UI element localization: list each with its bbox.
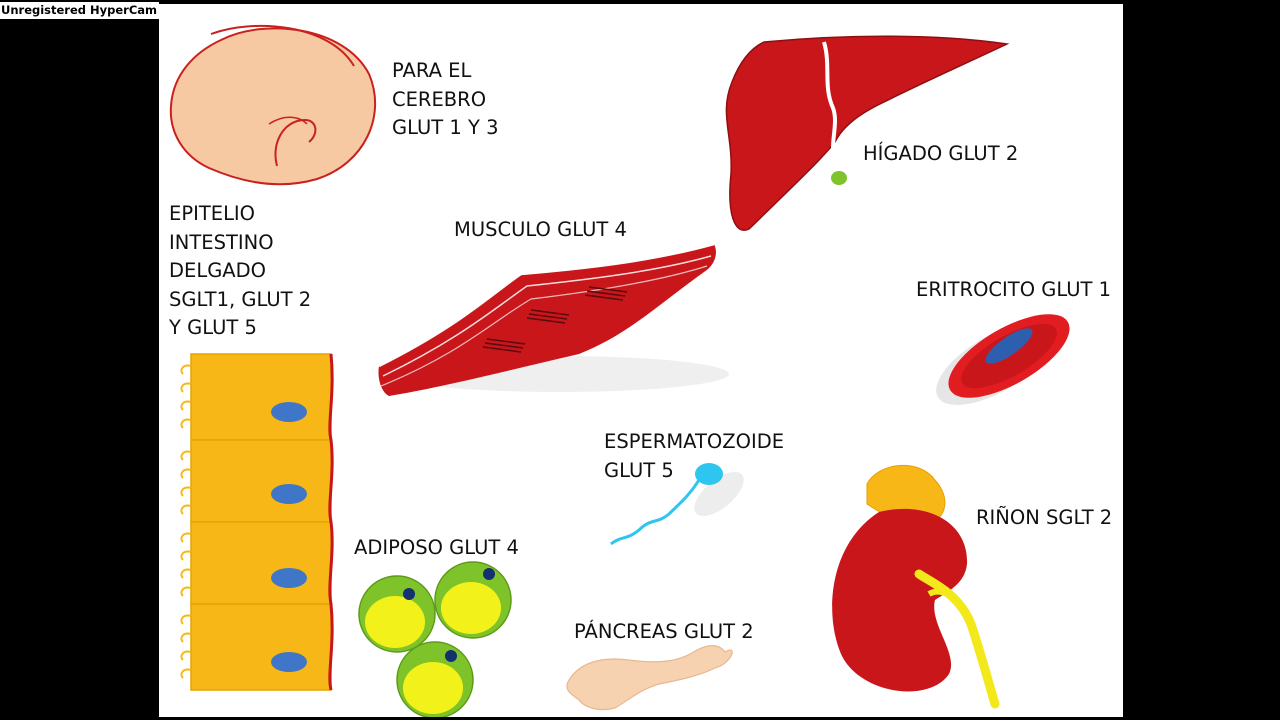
liver-icon xyxy=(725,35,1010,231)
label-pancreas-line-1: PÁNCREAS GLUT 2 xyxy=(574,620,754,643)
label-adipose-line-1: ADIPOSO GLUT 4 xyxy=(354,536,519,559)
label-erythrocyte-line-1: ERITROCITO GLUT 1 xyxy=(916,278,1112,301)
pancreas-icon xyxy=(566,645,733,711)
label-brain: PARA EL CEREBRO GLUT 1 Y 3 xyxy=(392,57,499,143)
label-muscle-line-1: MUSCULO GLUT 4 xyxy=(454,218,627,241)
label-brain-line-2: CEREBRO xyxy=(392,87,487,111)
label-intestine-line-3: DELGADO xyxy=(169,259,267,282)
label-brain-line-1: PARA EL xyxy=(392,59,472,82)
label-brain-line-3: GLUT 1 Y 3 xyxy=(392,116,499,139)
label-intestine-line-5: Y GLUT 5 xyxy=(169,316,257,339)
fat-cells-icon xyxy=(358,561,512,717)
label-sperm-line-1: ESPERMATOZOIDE xyxy=(604,430,785,453)
label-sperm: ESPERMATOZOIDE GLUT 5 xyxy=(604,428,784,485)
sperm-cell-icon xyxy=(610,463,744,546)
label-liver: HÍGADO GLUT 2 xyxy=(863,140,1018,169)
label-intestine-line-1: EPITELIO xyxy=(169,202,256,225)
red-blood-cell-icon xyxy=(936,314,1070,405)
slide-canvas: PARA EL CEREBRO GLUT 1 Y 3 HÍGADO GLUT 2… xyxy=(159,4,1123,717)
muscle-fiber-icon xyxy=(378,242,729,396)
label-muscle: MUSCULO GLUT 4 xyxy=(454,216,627,245)
label-kidney: RIÑON SGLT 2 xyxy=(976,504,1112,533)
intestinal-epithelium-icon xyxy=(180,353,334,691)
label-sperm-line-2: GLUT 5 xyxy=(604,458,674,482)
label-adipose: ADIPOSO GLUT 4 xyxy=(354,534,519,563)
label-pancreas: PÁNCREAS GLUT 2 xyxy=(574,618,754,647)
label-intestine-line-2: INTESTINO xyxy=(169,230,274,254)
label-intestine-line-4: SGLT1, GLUT 2 xyxy=(169,287,312,311)
label-erythrocyte: ERITROCITO GLUT 1 xyxy=(916,276,1111,305)
brain-icon xyxy=(169,24,377,186)
label-liver-line-1: HÍGADO GLUT 2 xyxy=(863,142,1019,165)
label-intestine: EPITELIO INTESTINO DELGADO SGLT1, GLUT 2… xyxy=(169,200,311,343)
kidney-icon xyxy=(832,465,1000,709)
recorder-watermark: Unregistered HyperCam 2 xyxy=(0,2,159,19)
label-kidney-line-1: RIÑON SGLT 2 xyxy=(976,506,1113,529)
